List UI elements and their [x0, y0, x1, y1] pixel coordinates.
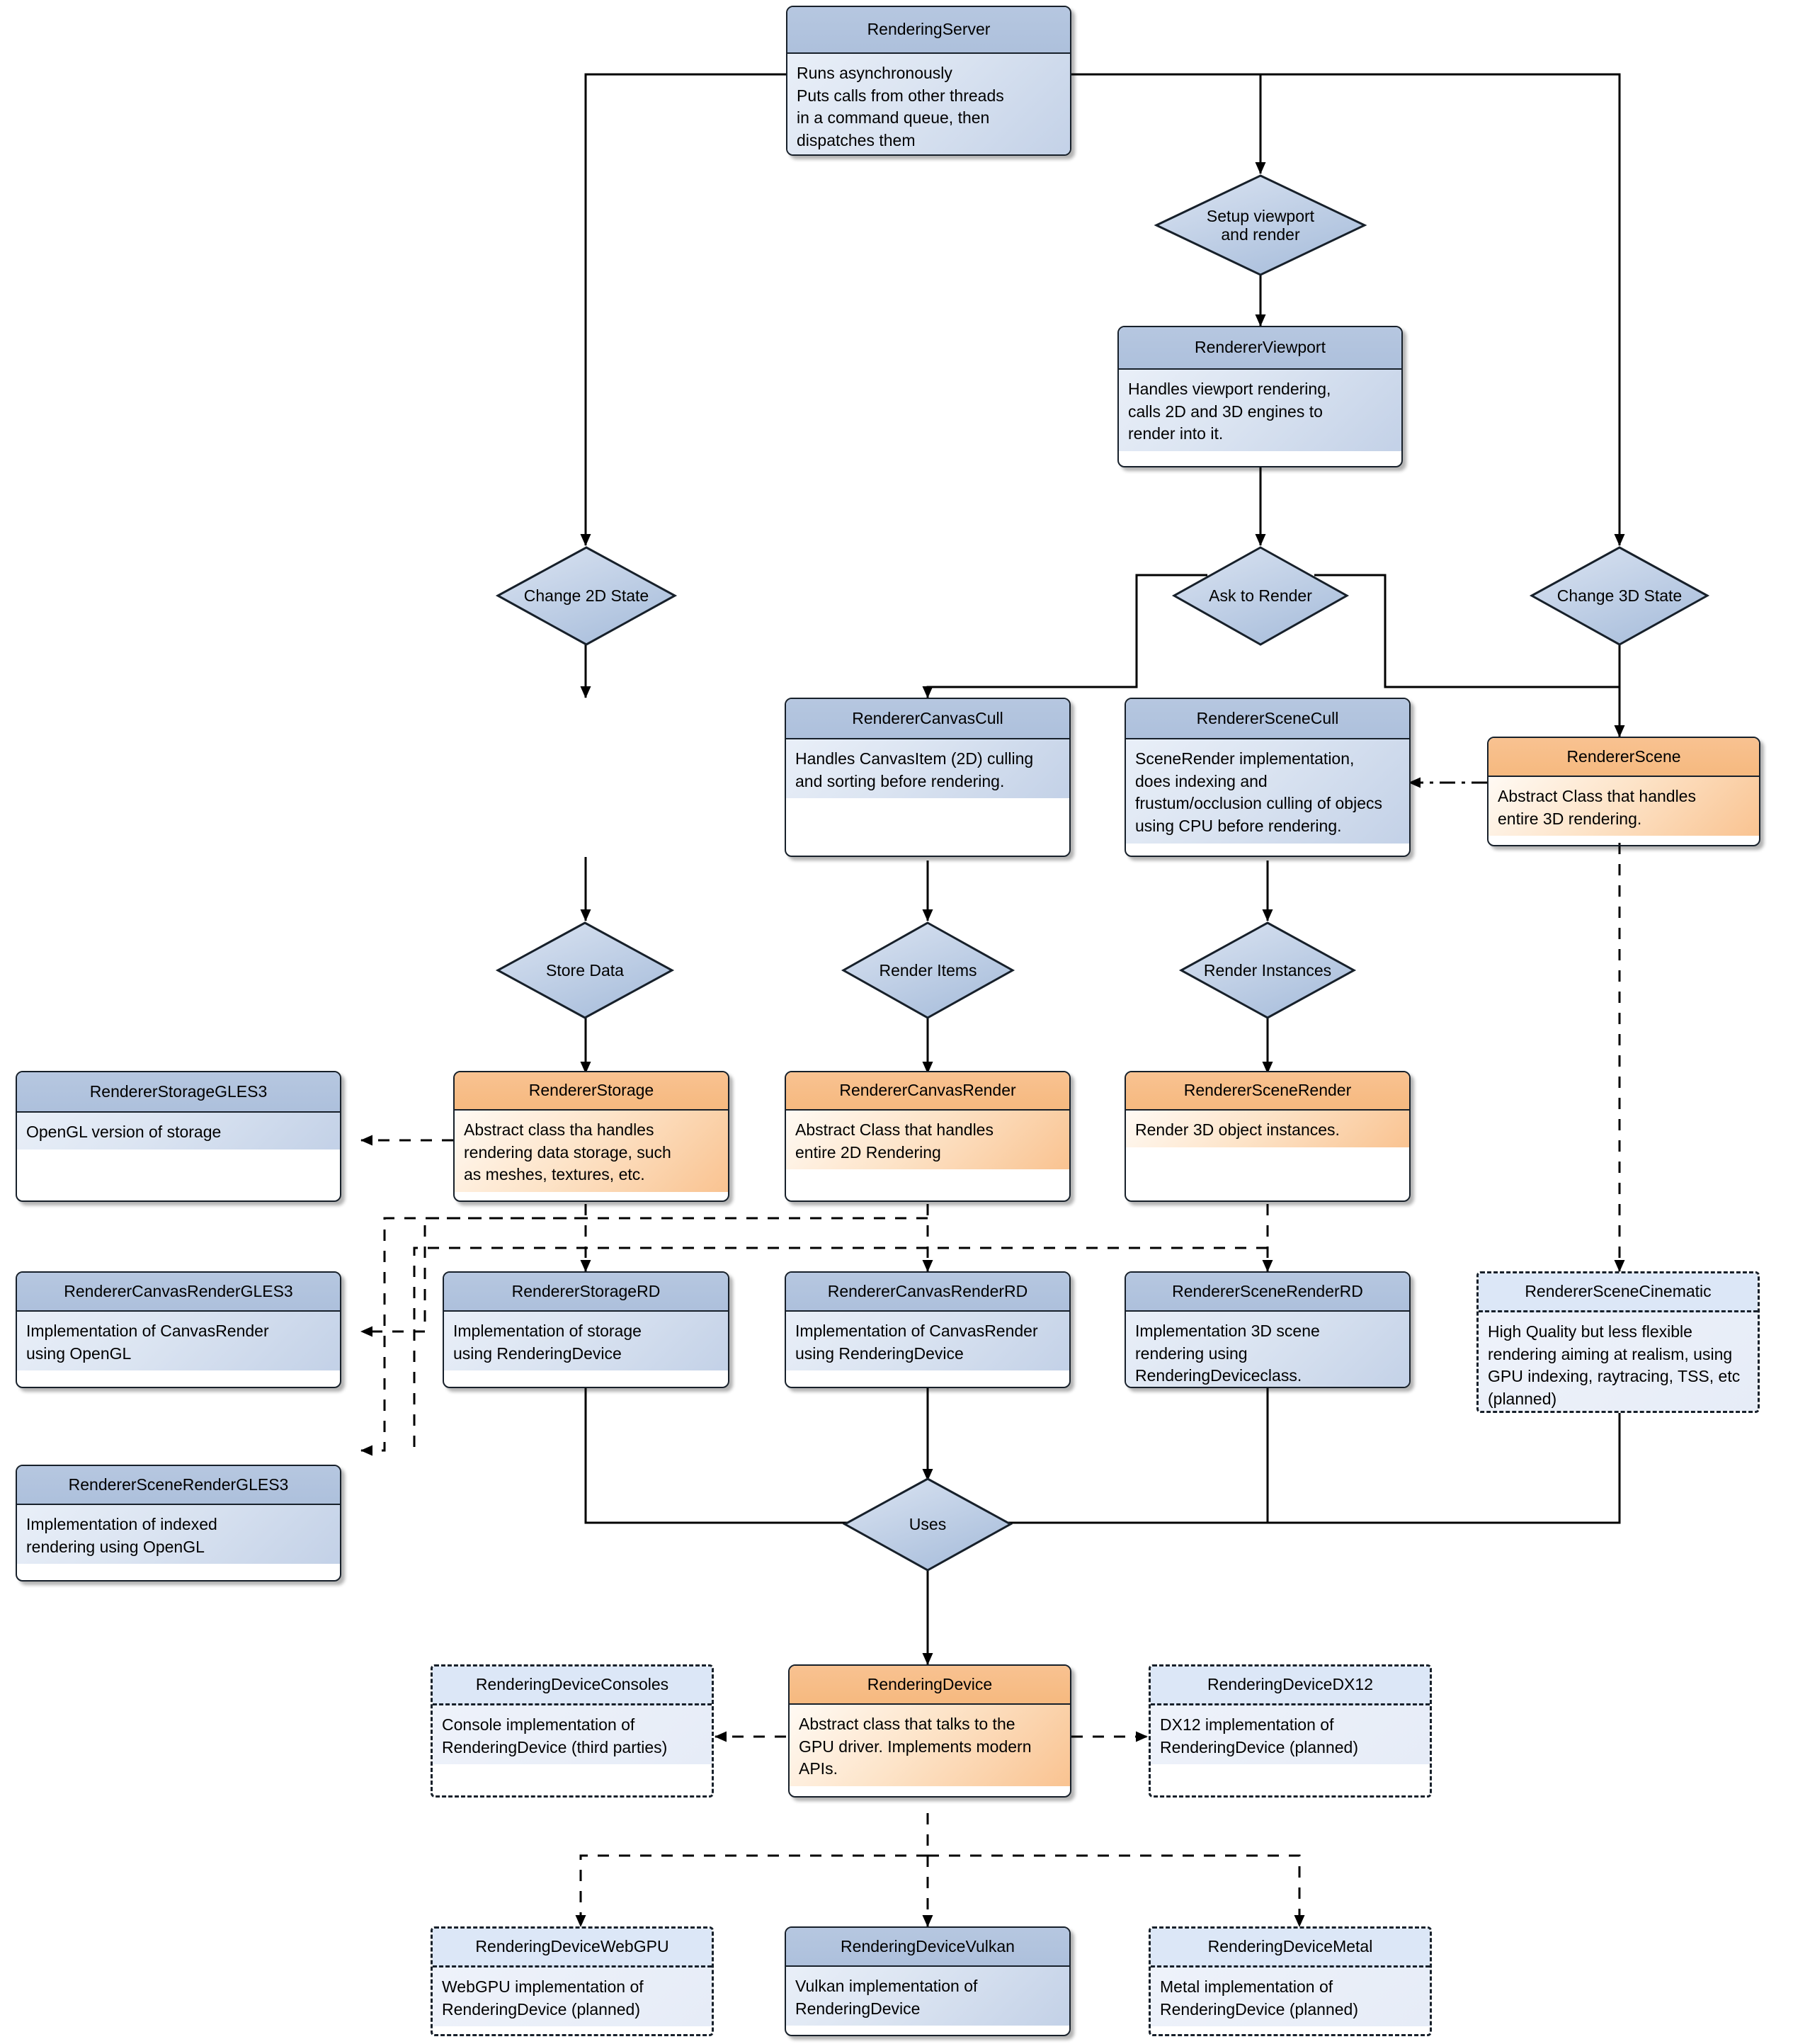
node-renderer-scene-render[interactable]: RendererSceneRender Render 3D object ins… — [1125, 1071, 1411, 1202]
node-renderer-scene-cull[interactable]: RendererSceneCull SceneRender implementa… — [1125, 698, 1411, 857]
node-body: Implementation of CanvasRender using Ren… — [786, 1312, 1069, 1371]
node-title: RendererViewport — [1119, 327, 1401, 370]
node-rendering-device-webgpu[interactable]: RenderingDeviceWebGPU WebGPU implementat… — [431, 1926, 714, 2036]
node-body: Abstract Class that handles entire 3D re… — [1489, 777, 1759, 836]
node-body: Handles viewport rendering, calls 2D and… — [1119, 370, 1401, 452]
node-renderer-canvas-render-gles3[interactable]: RendererCanvasRenderGLES3 Implementation… — [16, 1271, 341, 1388]
decision-ask-to-render[interactable]: Ask to Render — [1171, 545, 1350, 647]
node-body: Runs asynchronously Puts calls from othe… — [787, 54, 1070, 154]
node-body: SceneRender implementation, does indexin… — [1126, 739, 1409, 844]
node-title: RendererSceneCinematic — [1479, 1273, 1758, 1312]
node-body: Metal implementation of RenderingDevice … — [1151, 1968, 1430, 2027]
node-title: RendererSceneRenderGLES3 — [17, 1466, 340, 1505]
node-title: RendererCanvasCull — [786, 699, 1069, 739]
node-body: Handles CanvasItem (2D) culling and sort… — [786, 739, 1069, 799]
decision-label: Change 2D State — [523, 586, 649, 606]
decision-label: Ask to Render — [1209, 586, 1312, 606]
decision-label: Store Data — [546, 960, 624, 980]
decision-store-data[interactable]: Store Data — [495, 921, 675, 1020]
decision-label: Render Instances — [1203, 960, 1332, 980]
node-body: OpenGL version of storage — [17, 1113, 340, 1149]
node-body: Abstract Class that handles entire 2D Re… — [786, 1111, 1069, 1170]
node-renderer-scene-render-gles3[interactable]: RendererSceneRenderGLES3 Implementation … — [16, 1465, 341, 1582]
node-title: RendererSceneCull — [1126, 699, 1409, 739]
node-renderer-scene[interactable]: RendererScene Abstract Class that handle… — [1487, 737, 1760, 846]
node-body: Abstract class that talks to the GPU dri… — [790, 1705, 1070, 1787]
node-renderer-canvas-render-rd[interactable]: RendererCanvasRenderRD Implementation of… — [785, 1271, 1071, 1388]
node-title: RenderingDeviceConsoles — [433, 1667, 712, 1705]
node-title: RenderingDeviceMetal — [1151, 1929, 1430, 1968]
node-rendering-device-metal[interactable]: RenderingDeviceMetal Metal implementatio… — [1149, 1926, 1432, 2036]
node-body: Vulkan implementation of RenderingDevice — [786, 1967, 1069, 2026]
node-body: Implementation of storage using Renderin… — [444, 1312, 728, 1371]
node-renderer-canvas-cull[interactable]: RendererCanvasCull Handles CanvasItem (2… — [785, 698, 1071, 857]
node-body: DX12 implementation of RenderingDevice (… — [1151, 1705, 1430, 1765]
node-rendering-server[interactable]: RenderingServer Runs asynchronously Puts… — [786, 6, 1071, 156]
node-body: WebGPU implementation of RenderingDevice… — [433, 1968, 712, 2027]
node-title: RenderingDevice — [790, 1666, 1070, 1705]
node-title: RendererSceneRender — [1126, 1072, 1409, 1111]
node-renderer-viewport[interactable]: RendererViewport Handles viewport render… — [1117, 326, 1403, 467]
node-rendering-device[interactable]: RenderingDevice Abstract class that talk… — [788, 1664, 1071, 1798]
node-body: Implementation of CanvasRender using Ope… — [17, 1312, 340, 1371]
node-title: RenderingDeviceDX12 — [1151, 1667, 1430, 1705]
node-body: Render 3D object instances. — [1126, 1111, 1409, 1147]
node-title: RendererScene — [1489, 738, 1759, 777]
node-rendering-device-consoles[interactable]: RenderingDeviceConsoles Console implemen… — [431, 1664, 714, 1798]
node-title: RendererSceneRenderRD — [1126, 1273, 1409, 1312]
node-rendering-device-dx12[interactable]: RenderingDeviceDX12 DX12 implementation … — [1149, 1664, 1432, 1798]
decision-render-instances[interactable]: Render Instances — [1178, 921, 1357, 1020]
node-body: Implementation 3D scene rendering using … — [1126, 1312, 1409, 1387]
decision-setup-viewport-and-render[interactable]: Setup viewport and render — [1154, 174, 1367, 277]
node-body: High Quality but less flexible rendering… — [1479, 1312, 1758, 1411]
node-renderer-scene-cinematic[interactable]: RendererSceneCinematic High Quality but … — [1476, 1271, 1760, 1413]
decision-render-items[interactable]: Render Items — [841, 921, 1015, 1020]
node-title: RenderingDeviceWebGPU — [433, 1929, 712, 1968]
node-title: RendererStorage — [455, 1072, 728, 1111]
decision-label: Render Items — [879, 960, 977, 980]
node-renderer-storage[interactable]: RendererStorage Abstract class tha handl… — [453, 1071, 729, 1202]
node-title: RenderingServer — [787, 7, 1070, 54]
decision-change-3d-state[interactable]: Change 3D State — [1529, 545, 1710, 647]
decision-label: Change 3D State — [1556, 586, 1683, 606]
node-title: RendererCanvasRenderGLES3 — [17, 1273, 340, 1312]
node-body: Implementation of indexed rendering usin… — [17, 1505, 340, 1565]
node-body: Console implementation of RenderingDevic… — [433, 1705, 712, 1765]
node-title: RendererStorageGLES3 — [17, 1072, 340, 1113]
node-renderer-scene-render-rd[interactable]: RendererSceneRenderRD Implementation 3D … — [1125, 1271, 1411, 1388]
node-title: RendererCanvasRender — [786, 1072, 1069, 1111]
node-title: RendererStorageRD — [444, 1273, 728, 1312]
decision-change-2d-state[interactable]: Change 2D State — [495, 545, 678, 647]
node-title: RenderingDeviceVulkan — [786, 1928, 1069, 1967]
node-renderer-storage-gles3[interactable]: RendererStorageGLES3 OpenGL version of s… — [16, 1071, 341, 1202]
node-renderer-canvas-render[interactable]: RendererCanvasRender Abstract Class that… — [785, 1071, 1071, 1202]
decision-label: Uses — [909, 1515, 947, 1534]
decision-label: Setup viewport and render — [1206, 206, 1315, 244]
node-renderer-storage-rd[interactable]: RendererStorageRD Implementation of stor… — [443, 1271, 729, 1388]
node-title: RendererCanvasRenderRD — [786, 1273, 1069, 1312]
node-rendering-device-vulkan[interactable]: RenderingDeviceVulkan Vulkan implementat… — [785, 1926, 1071, 2036]
decision-uses[interactable]: Uses — [842, 1477, 1013, 1572]
node-body: Abstract class tha handles rendering dat… — [455, 1111, 728, 1193]
